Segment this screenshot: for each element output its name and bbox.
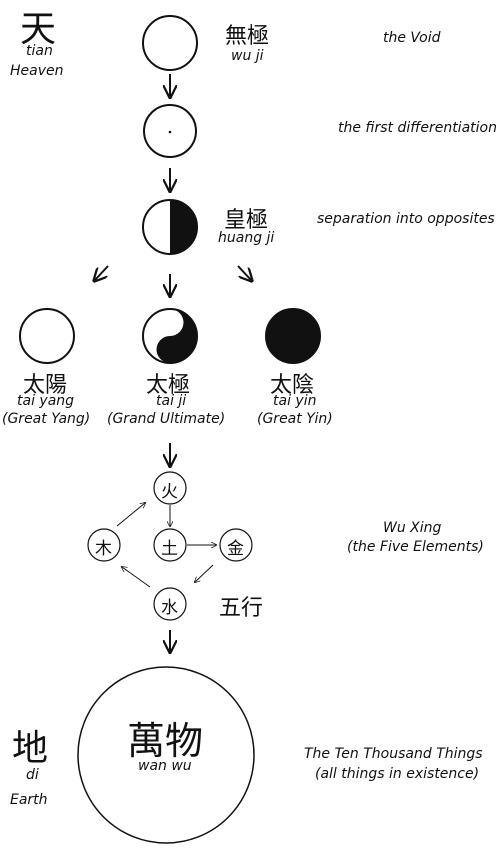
huangji-dark-half xyxy=(170,200,197,254)
earth-element-glyph: 土 xyxy=(161,539,178,559)
wuji-circle xyxy=(142,15,198,71)
wuxing-description-line2: (the Five Elements) xyxy=(347,539,484,555)
taiyin-romanized: tai yin xyxy=(273,393,317,409)
metal-glyph: 金 xyxy=(227,539,244,559)
earth-glyph: 地 xyxy=(12,728,49,769)
metal-to-water-arrow xyxy=(195,564,214,582)
huangji-romanized: huang ji xyxy=(218,230,275,246)
heaven-romanized: tian xyxy=(26,43,53,59)
wood-glyph: 木 xyxy=(95,539,112,559)
huangji-description: separation into opposites xyxy=(317,211,495,227)
wood-circle xyxy=(87,528,121,562)
wuxing-glyph: 五行 xyxy=(219,596,264,621)
first-differentiation-description: the first differentiation xyxy=(338,120,497,136)
taiyang-circle xyxy=(19,308,75,364)
wuxing-description-line1: Wu Xing xyxy=(383,520,442,536)
taiji-romanized: tai ji xyxy=(156,393,187,409)
metal-circle xyxy=(219,528,253,562)
wanwu-description-line1: The Ten Thousand Things xyxy=(304,746,483,762)
huangji-glyph: 皇極 xyxy=(224,208,269,233)
taiyin-english: (Great Yin) xyxy=(257,411,333,427)
heaven-glyph: 天 xyxy=(20,9,57,50)
taiji-glyph: 太極 xyxy=(146,373,191,398)
wuji-description: the Void xyxy=(383,30,441,46)
water-glyph: 水 xyxy=(161,598,178,618)
earth-english: Earth xyxy=(10,792,48,808)
taiji-yinyang xyxy=(142,308,198,364)
water-to-wood-arrow xyxy=(122,567,151,588)
huangji-circle xyxy=(142,199,198,255)
wanwu-romanized: wan wu xyxy=(138,758,192,774)
wuji-glyph: 無極 xyxy=(225,24,270,49)
wanwu-description-line2: (all things in existence) xyxy=(315,766,480,782)
fire-glyph: 火 xyxy=(161,482,178,502)
arrow-left xyxy=(95,265,109,280)
taiyin-glyph: 太陰 xyxy=(270,373,315,398)
heaven-english: Heaven xyxy=(10,63,64,79)
taiyin-circle xyxy=(265,308,321,364)
water-circle xyxy=(153,587,187,621)
fire-circle xyxy=(153,471,187,505)
earth-element-circle xyxy=(153,528,187,562)
taiyang-glyph: 太陽 xyxy=(23,373,68,398)
taiji-english: (Grand Ultimate) xyxy=(107,411,226,427)
taiyang-english: (Great Yang) xyxy=(2,411,91,427)
center-dot xyxy=(168,130,172,134)
wuji-romanized: wu ji xyxy=(231,48,264,64)
arrow-right xyxy=(237,265,251,280)
taiyang-romanized: tai yang xyxy=(17,393,75,409)
wood-to-fire-arrow xyxy=(116,503,145,527)
wanwu-circle xyxy=(77,666,255,844)
earth-romanized: di xyxy=(26,767,39,783)
wanwu-glyph: 萬物 xyxy=(127,719,204,763)
